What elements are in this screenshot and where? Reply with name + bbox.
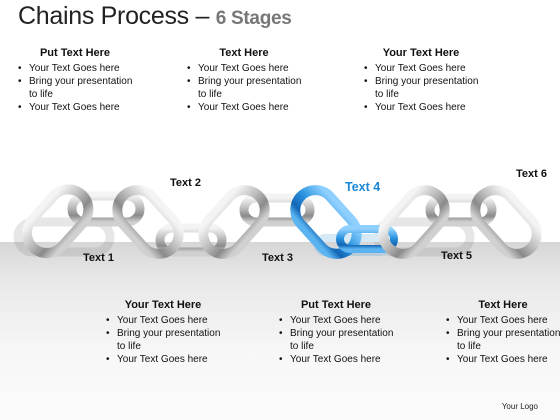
chain-link-5	[378, 185, 450, 259]
bullet-item: Bring your presentation to life	[444, 327, 560, 353]
bullet-list: Your Text Goes here Bring your presentat…	[444, 314, 560, 366]
chain-link-3	[198, 185, 270, 259]
bullet-item: Bring your presentation to life	[16, 75, 134, 101]
chain-link-h1	[67, 191, 145, 227]
stage-label-4: Text 4	[345, 180, 381, 194]
bullet-item: Your Text Goes here	[185, 62, 303, 75]
bullet-list: Your Text Goes here Bring your presentat…	[185, 62, 303, 114]
chain-link-h2	[155, 223, 227, 257]
bottom-text-box-1: Your Text Here Your Text Goes here Bring…	[104, 299, 222, 366]
page-title: Chains Process – 6 Stages	[18, 2, 292, 31]
bullet-list: Your Text Goes here Bring your presentat…	[104, 314, 222, 366]
bullet-item: Your Text Goes here	[444, 353, 560, 366]
bullet-item: Your Text Goes here	[16, 101, 134, 114]
title-main: Chains Process –	[18, 2, 216, 30]
box-heading: Put Text Here	[39, 47, 111, 59]
stage-label-6: Text 6	[516, 168, 547, 180]
box-heading: Your Text Here	[124, 299, 202, 311]
bottom-text-box-2: Put Text Here Your Text Goes here Bring …	[277, 299, 395, 366]
title-stages: 6 Stages	[215, 8, 292, 29]
stage-label-1: Text 1	[83, 252, 114, 264]
top-text-box-2: Text Here Your Text Goes here Bring your…	[185, 47, 303, 114]
bullet-item: Bring your presentation to life	[277, 327, 395, 353]
top-text-box-1: Put Text Here Your Text Goes here Bring …	[16, 47, 134, 114]
chain-link-h3	[239, 193, 315, 227]
bullet-item: Your Text Goes here	[104, 314, 222, 327]
stage-label-5: Text 5	[441, 250, 472, 262]
bullet-item: Your Text Goes here	[16, 62, 134, 75]
bullet-item: Your Text Goes here	[362, 62, 480, 75]
bullet-item: Your Text Goes here	[104, 353, 222, 366]
chain-link-2	[112, 185, 184, 259]
bullet-item: Your Text Goes here	[444, 314, 560, 327]
bullet-item: Your Text Goes here	[277, 353, 395, 366]
bullet-item: Your Text Goes here	[277, 314, 395, 327]
top-text-box-3: Your Text Here Your Text Goes here Bring…	[362, 47, 480, 114]
bullet-item: Bring your presentation to life	[104, 327, 222, 353]
bullet-list: Your Text Goes here Bring your presentat…	[362, 62, 480, 114]
bullet-item: Your Text Goes here	[362, 101, 480, 114]
bullet-item: Bring your presentation to life	[185, 75, 303, 101]
box-heading: Your Text Here	[382, 47, 460, 59]
bullet-item: Your Text Goes here	[185, 101, 303, 114]
chain-link-h5	[425, 193, 497, 227]
bullet-item: Bring your presentation to life	[362, 75, 480, 101]
chain-link-h4-highlight	[336, 225, 398, 253]
box-heading: Put Text Here	[300, 299, 372, 311]
chain-link-6	[470, 185, 542, 259]
box-heading: Text Here	[478, 299, 528, 311]
bullet-list: Your Text Goes here Bring your presentat…	[16, 62, 134, 114]
bottom-text-box-3: Text Here Your Text Goes here Bring your…	[444, 299, 560, 366]
bullet-list: Your Text Goes here Bring your presentat…	[277, 314, 395, 366]
stage-label-3: Text 3	[262, 252, 293, 264]
logo-placeholder: Your Logo	[501, 402, 538, 411]
chain-link-1	[21, 184, 94, 259]
box-heading: Text Here	[219, 47, 269, 59]
stage-label-2: Text 2	[170, 177, 201, 189]
